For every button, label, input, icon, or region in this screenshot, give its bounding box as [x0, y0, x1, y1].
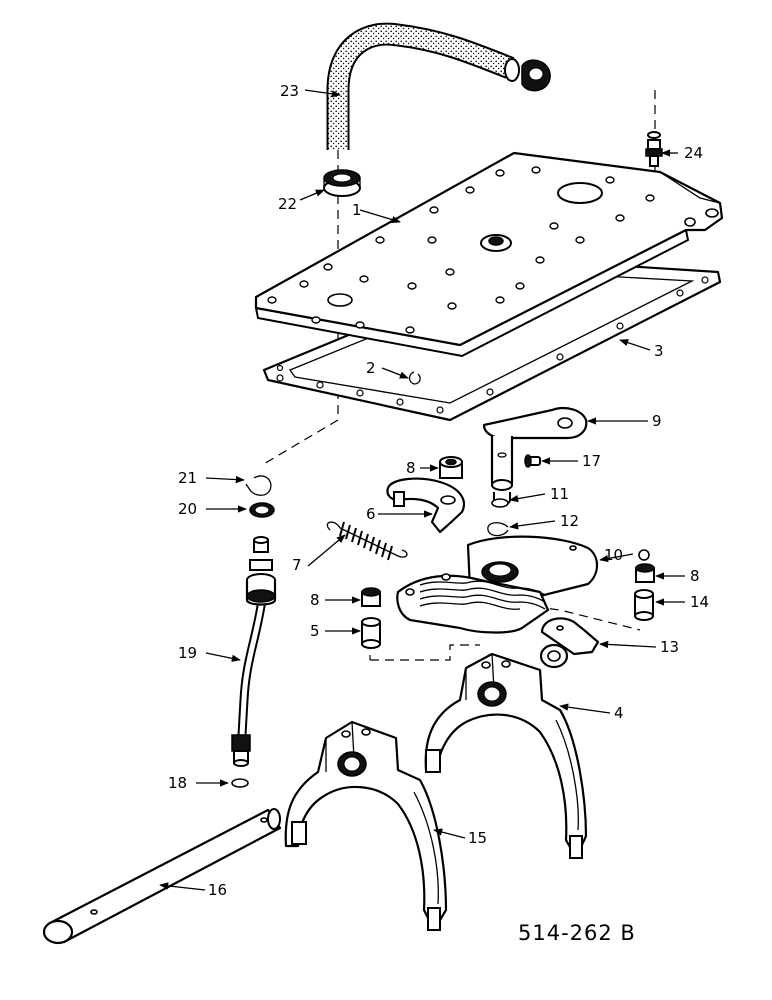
callout-20: 20 [178, 500, 197, 518]
callout-15: 15 [468, 829, 487, 847]
callout-14: 14 [690, 593, 709, 611]
callout-9: 9 [652, 412, 662, 430]
o-ring [491, 498, 509, 508]
callout-17: 17 [582, 452, 601, 470]
callout-4: 4 [614, 704, 624, 722]
callout-12: 12 [560, 512, 579, 530]
vent-plug [645, 131, 663, 167]
callout-11: 11 [550, 485, 569, 503]
callout-13: 13 [660, 638, 679, 656]
callout-8-upper: 8 [406, 459, 416, 477]
callout-16: 16 [208, 881, 227, 899]
bushing-left [361, 587, 381, 607]
bushing-right [635, 563, 655, 583]
callout-22: 22 [278, 195, 297, 213]
snap-ring [487, 522, 509, 537]
lever-pin [524, 454, 541, 468]
breather-hose [326, 22, 520, 150]
snap-ring-upper [245, 475, 272, 496]
pin-right [634, 589, 654, 621]
callout-24: 24 [684, 144, 703, 162]
callout-18: 18 [168, 774, 187, 792]
tube-o-ring [231, 778, 249, 788]
top-cover-plate [254, 151, 724, 358]
shift-block [539, 617, 600, 669]
retaining-clip [408, 371, 421, 385]
breather-tube [231, 536, 277, 767]
shift-fork-front [284, 720, 448, 932]
hose-fitting [323, 169, 361, 197]
drawing-code: 514-262 B [518, 921, 636, 945]
hose-clip [521, 59, 551, 92]
pin-left [361, 617, 381, 649]
shift-lever [482, 406, 588, 506]
callout-23: 23 [280, 82, 299, 100]
callout-6: 6 [366, 505, 376, 523]
return-spring [326, 521, 408, 561]
detent-ball [638, 549, 650, 561]
callout-10: 10 [604, 546, 623, 564]
callout-labels: 23 22 1 24 2 3 9 17 11 12 8 6 7 10 8 14 … [168, 82, 709, 899]
callout-5: 5 [310, 622, 320, 640]
shift-fork-rear [424, 652, 588, 860]
leader-lines [159, 89, 685, 891]
callout-2: 2 [366, 359, 376, 377]
callout-1: 1 [352, 201, 362, 219]
callout-21: 21 [178, 469, 197, 487]
callout-8-left: 8 [310, 591, 320, 609]
sealing-washer [249, 502, 275, 518]
bushing-upper [439, 456, 463, 479]
callout-19: 19 [178, 644, 197, 662]
interlock-plate-assembly [396, 535, 599, 634]
callout-7: 7 [292, 556, 302, 574]
detent-plate [386, 477, 466, 534]
callout-3: 3 [654, 342, 664, 360]
shift-rail [42, 808, 282, 945]
callout-8-right: 8 [690, 567, 700, 585]
